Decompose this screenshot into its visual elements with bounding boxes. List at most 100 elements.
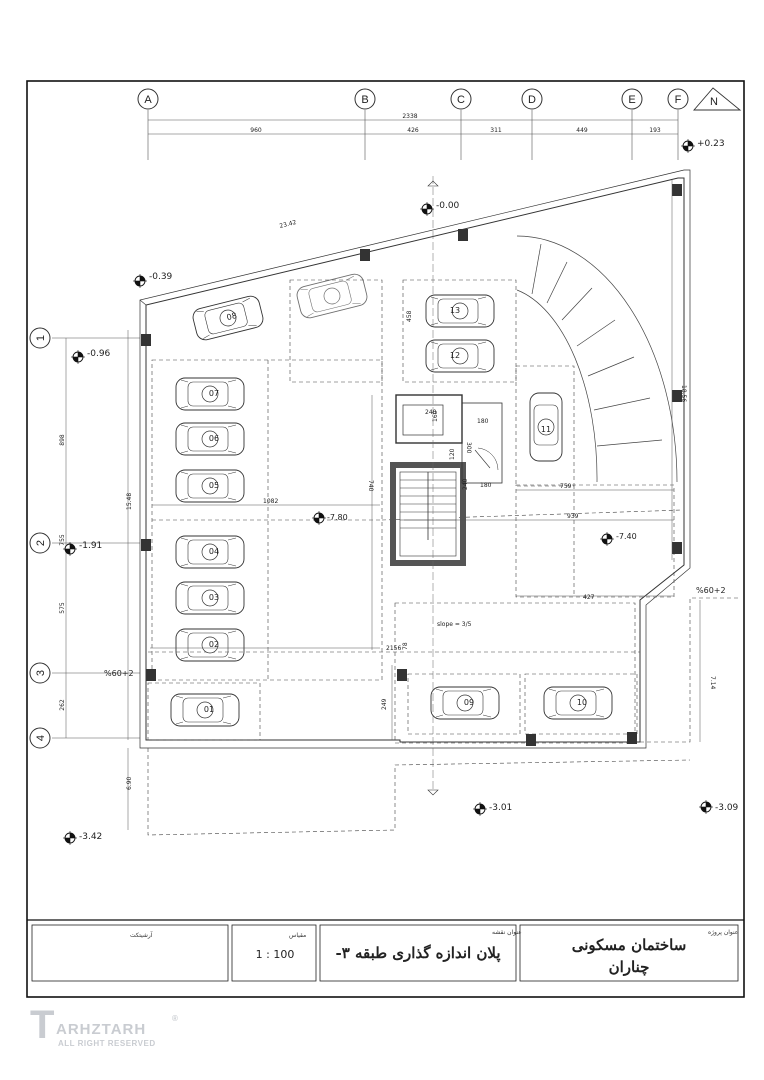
dim-180-a: 180 [477,418,489,425]
dim-249: 249 [381,698,388,710]
level-minus-0-96: -0.96 [87,349,111,359]
grid-axes-top: A B C D E F 2338 960 426 311 449 193 [137,88,689,160]
dim-seg-5: 193 [649,127,661,134]
axis-label-C: C [457,94,465,106]
dim-240: 240 [425,409,437,416]
svg-text:09: 09 [464,698,474,707]
architect-label: آرشیتکت [130,932,153,939]
dim-seg-3: 311 [490,127,502,134]
dim-240-b: 240 [462,478,469,490]
scale-label: مقیاس [289,932,307,939]
svg-text:N: N [710,96,718,108]
parking-space-03: 03 [175,581,245,615]
svg-text:10: 10 [577,698,587,707]
dim-7-14: 7.14 [709,676,716,690]
dim-180-b: 180 [480,482,492,489]
sheet-title: پلان اندازه گذاری طبقه ۳- [335,944,501,962]
dashed-outlines [147,279,740,836]
project-title-line-2: چناران [608,958,650,976]
project-title-label: عنوان پروژه [708,929,739,936]
axis-label-2: 2 [35,540,47,546]
plan-dimensions [127,180,701,830]
dim-1082: 1082 [263,498,278,505]
parking-space-01: 01 [170,693,240,727]
slope-label: slope = 3/5 [437,621,472,628]
parking-space-04: 04 [175,535,245,569]
dim-seg-2: 426 [407,127,419,134]
axis-label-B: B [361,94,368,106]
axis-label-E: E [628,94,635,106]
level-0-00: -0.00 [436,201,460,211]
dim-300: 300 [465,442,472,454]
dim-2156: 2156 [386,645,401,652]
parking-space-13: 13 [425,294,495,328]
level-minus-7-80: -7.80 [327,513,348,522]
stair-core [390,176,503,796]
dim-18-56: 18.56 [680,385,687,402]
axis-label-1: 1 [35,335,47,341]
dim-939: 939 [567,513,579,520]
dim-458: 458 [406,310,413,322]
parking-space-06: 06 [175,422,245,456]
axis-label-3: 3 [35,670,47,676]
dim-left-1: 898 [59,434,66,446]
level-minus-7-40: -7.40 [616,532,637,541]
level-minus-3-09: -3.09 [715,803,739,813]
parking-space-11: 11 [529,392,563,462]
parking-space-ghost [294,271,370,321]
parking-space-10: 10 [543,686,613,720]
building-outline [139,169,691,749]
title-block [31,924,739,982]
north-arrow-icon: N [693,87,742,111]
dim-759: 759 [560,483,572,490]
svg-text:03: 03 [209,593,219,602]
level-grade-right: %60+2 [696,586,726,595]
axis-label-A: A [144,94,152,106]
parking-spaces: 01 02 03 04 05 06 07 08 09 10 11 12 13 [170,271,613,727]
dim-427: 427 [583,594,595,601]
grid-axes-left: 1 2 3 4 898 755 575 262 [29,327,140,749]
svg-text:06: 06 [209,434,219,443]
level-plus-0-23: +0.23 [697,139,725,149]
watermark-logo: T ARHZTARH ® ALL RIGHT RESERVED [30,1003,190,1051]
dim-seg-1: 960 [250,127,262,134]
watermark-reg: ® [172,1014,178,1023]
level-grade-left: %60+2 [104,669,134,678]
svg-text:12: 12 [450,351,460,360]
parking-space-08: 08 [190,293,266,343]
svg-text:11: 11 [541,425,551,434]
parking-space-05: 05 [175,469,245,503]
drawing-border [26,80,745,998]
watermark-logo-icon: T [30,1003,55,1047]
scale-value: 1 : 100 [255,948,295,961]
level-minus-1-91: -1.91 [79,541,102,551]
svg-text:04: 04 [209,547,219,556]
level-minus-3-01: -3.01 [489,803,512,813]
level-minus-0-39: -0.39 [149,272,173,282]
parking-space-02: 02 [175,628,245,662]
level-minus-3-42: -3.42 [79,832,102,842]
dim-6-90: 6.90 [126,776,133,790]
dim-total: 2338 [402,113,417,120]
parking-space-07: 07 [175,377,245,411]
dim-78: 78 [402,642,409,650]
watermark-brand: ARHZTARH [56,1021,147,1038]
watermark-rights: ALL RIGHT RESERVED [58,1039,156,1048]
dim-15-48: 15.48 [126,493,133,510]
dim-seg-4: 449 [576,127,588,134]
svg-text:05: 05 [209,481,219,490]
svg-text:02: 02 [209,640,219,649]
ramp [516,235,678,483]
svg-text:08: 08 [226,311,238,322]
dim-left-3: 575 [59,602,66,614]
svg-text:07: 07 [209,389,219,398]
project-title-line-1: ساختمان مسکونی [571,936,687,954]
dim-left-4: 262 [59,699,66,711]
axis-label-D: D [528,94,536,106]
plan-dimension-labels: 23.42 18.56 15.48 7.14 6.90 1082 740 240… [126,219,716,790]
parking-space-12: 12 [425,339,495,373]
axis-label-4: 4 [35,735,47,741]
dim-left-2: 755 [59,534,66,546]
axis-label-F: F [675,94,682,106]
